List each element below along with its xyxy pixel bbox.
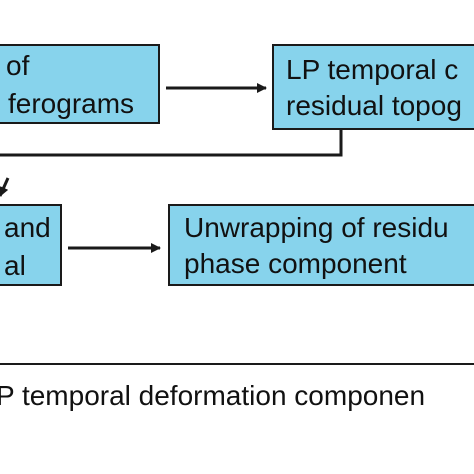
lp-topography-box: LP temporal c residual topog bbox=[272, 44, 474, 130]
interferograms-box-line2: ferograms bbox=[8, 88, 135, 119]
and-al-box-line2: al bbox=[4, 250, 26, 281]
connector-topography-return bbox=[0, 128, 343, 157]
unwrapping-box-line1: Unwrapping of residu bbox=[184, 212, 449, 243]
output-label: P temporal deformation componen bbox=[0, 380, 426, 411]
lp-topography-box-line2: residual topog bbox=[286, 90, 462, 121]
unwrapping-box: Unwrapping of residu phase component bbox=[168, 204, 474, 286]
interferograms-box-line1: of bbox=[6, 50, 30, 81]
lp-topography-box-line1: LP temporal c bbox=[286, 54, 459, 85]
arrow-down-into-and-al bbox=[0, 177, 10, 197]
interferograms-box: of ferograms bbox=[0, 44, 160, 124]
unwrapping-box-line2: phase component bbox=[184, 248, 407, 279]
and-al-box-line1: and bbox=[4, 212, 51, 243]
and-al-box: and al bbox=[0, 204, 62, 286]
